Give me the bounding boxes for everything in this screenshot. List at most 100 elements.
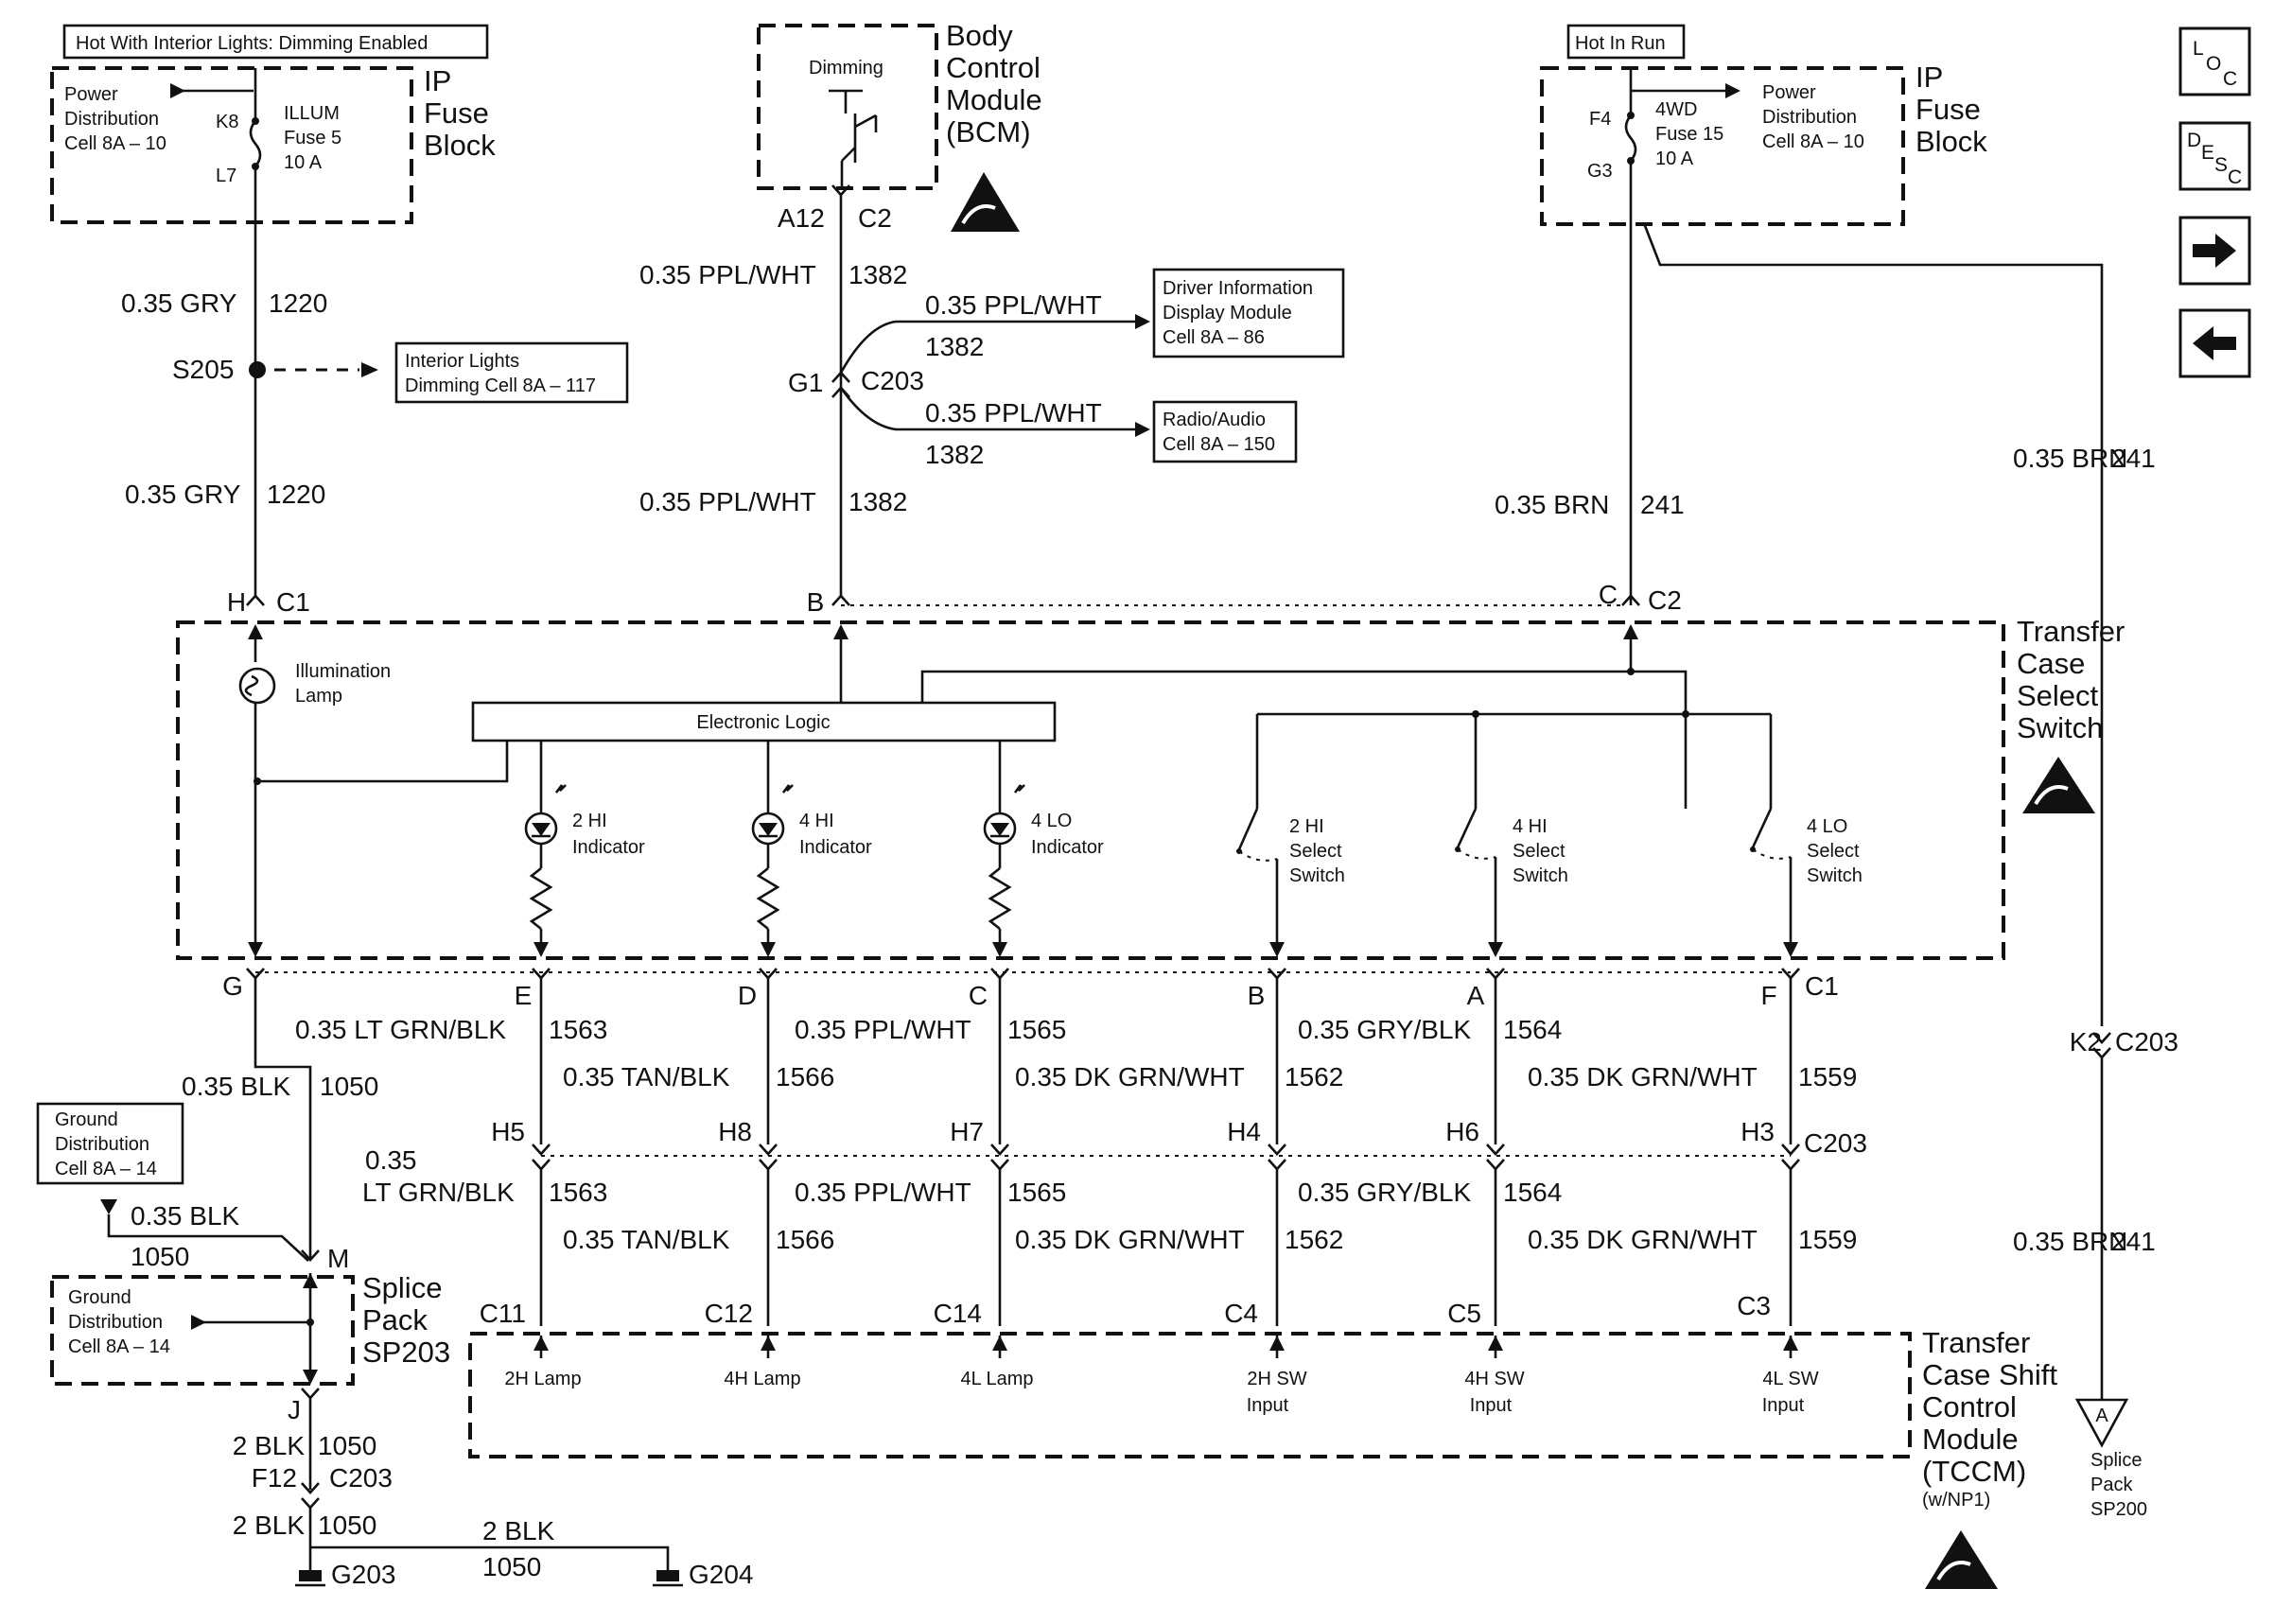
radio-2: Cell 8A – 150 [1163,434,1275,455]
tccm-2h-sw-1: 2H SW [1247,1369,1306,1389]
esd-warning-icon-bcm [951,172,1020,232]
pin-c14: C14 [934,1299,982,1328]
tccm-title-1: Transfer [1922,1326,2030,1359]
arrow-right-icon [2193,234,2236,268]
wire-brn1-ckt: 241 [1640,490,1685,519]
low-gry: 0.35 GRY/BLK [1298,1178,1471,1207]
pin-c: C [969,981,988,1010]
fuse-right-3: 10 A [1655,148,1694,169]
conn-c203k: C203 [2115,1027,2178,1056]
sp200-letter: A [2095,1406,2108,1426]
pin-f4: F4 [1589,109,1611,130]
mid-tan-ckt: 1566 [776,1062,834,1091]
splice-sp200-triangle [2074,1398,2129,1448]
sw-4lo-3: Switch [1807,865,1863,886]
pin-g: G [222,971,243,1001]
fuse-left-3: 10 A [284,152,323,173]
resistor-icon [988,866,1012,931]
indicator-4hi [751,741,794,957]
loc-c: C [2223,68,2237,90]
ground-icon-g204 [653,1570,683,1587]
dim-3: Cell 8A – 86 [1163,327,1265,348]
ind-4hi-1: 4 HI [799,811,834,831]
mid-dkgrn2-ckt: 1559 [1798,1062,1857,1091]
splice-1: Splice [362,1271,442,1304]
low-dkgrn1: 0.35 DK GRN/WHT [1015,1225,1245,1254]
int-lights-ref [394,341,629,404]
bcm-title-3: Module [946,83,1042,116]
mid-gry: 0.35 GRY/BLK [1298,1015,1471,1044]
tccm-4l-sw-2: Input [1762,1395,1805,1416]
loc-button[interactable]: L O C [2178,26,2251,96]
wire-gry2-ckt: 1220 [267,480,325,509]
wire-ppl-dim-ckt: 1382 [925,332,984,361]
wire-ppl-radio-ckt: 1382 [925,440,984,469]
ind-4lo-2: Indicator [1031,837,1104,858]
arrow-icon [170,83,185,98]
splice-pack-sp203 [50,1275,355,1386]
tccm-title-3: Control [1922,1390,2017,1423]
select-switch-4lo [1684,712,1798,957]
low-dkgrn2-ckt: 1559 [1798,1225,1857,1254]
pin-c3: C3 [1737,1291,1771,1320]
fuse-left-1: ILLUM [284,103,340,124]
wire-ppl1-ckt: 1382 [848,260,907,289]
tcss-title-3: Select [2017,679,2099,712]
ip-fuse-left-title-3: Block [424,129,496,162]
gd-inner-2: Distribution [68,1312,163,1333]
tccm-4h-sw-2: Input [1470,1395,1513,1416]
pin-l7: L7 [216,166,236,186]
desc-e: E [2201,142,2214,164]
int-lights-2: Dimming Cell 8A – 117 [405,375,596,396]
gd-inner-3: Cell 8A – 14 [68,1336,170,1357]
wire-ppl-dim: 0.35 PPL/WHT [925,290,1102,320]
pdc-right-1: Power [1762,82,1816,103]
sw-4hi-3: Switch [1513,865,1568,886]
sw-2hi-3: Switch [1289,865,1345,886]
pin-c4: C4 [1224,1299,1258,1328]
resistor-icon [756,866,780,931]
mid-dkgrn1: 0.35 DK GRN/WHT [1015,1062,1245,1091]
conn-c203-mid: C203 [1804,1128,1867,1158]
ip-fuse-block-right [1540,66,1905,226]
tccm-2h-lamp: 2H Lamp [504,1369,581,1389]
ground-g204: G204 [689,1560,754,1589]
pdc-left-2: Distribution [64,109,159,130]
pdc-right-3: Cell 8A – 10 [1762,131,1864,152]
hot-illum-text: Hot With Interior Lights: Dimming Enable… [76,33,428,54]
wire-gry1-ckt: 1220 [269,288,327,318]
pin-j: J [288,1395,301,1424]
transfer-case-select-switch [176,620,2005,960]
desc-button[interactable]: D E S C [2178,121,2251,191]
wire-brn-far2: 0.35 BRN [2013,1227,2127,1256]
low-ppl-ckt: 1565 [1007,1178,1066,1207]
tccm-2h-sw-2: Input [1247,1395,1289,1416]
dim-2: Display Module [1163,303,1292,323]
wire-gry2: 0.35 GRY [125,480,241,509]
radio-1: Radio/Audio [1163,410,1266,430]
ind-2hi-1: 2 HI [572,811,607,831]
prev-button[interactable] [2178,308,2251,378]
pin-c-top: C [1599,580,1618,609]
ip-fuse-left-title-2: Fuse [424,96,489,130]
radio-ref [1152,400,1298,463]
bcm-conn-c2: C2 [858,203,892,233]
pin-h7: H7 [950,1117,984,1146]
next-button[interactable] [2178,216,2251,286]
tccm-title-4: Module [1922,1423,2019,1456]
electronic-logic [471,701,1057,742]
splice-2: Pack [362,1303,428,1336]
ind-4hi-2: Indicator [799,837,872,858]
select-switch-2hi [1236,714,1285,957]
pin-f: F [1760,981,1776,1010]
pin-k8: K8 [216,112,238,132]
tccm-4h-lamp: 4H Lamp [724,1369,800,1389]
indicator-2hi [524,741,567,957]
low-gry-ckt: 1564 [1503,1178,1562,1207]
low-ppl: 0.35 PPL/WHT [795,1178,971,1207]
wire-brn-far2-ckt: 241 [2111,1227,2156,1256]
bcm-title-2: Control [946,51,1041,84]
transistor-icon [829,89,878,187]
fuse-left-2: Fuse 5 [284,128,341,148]
wire-ppl-radio: 0.35 PPL/WHT [925,398,1102,428]
